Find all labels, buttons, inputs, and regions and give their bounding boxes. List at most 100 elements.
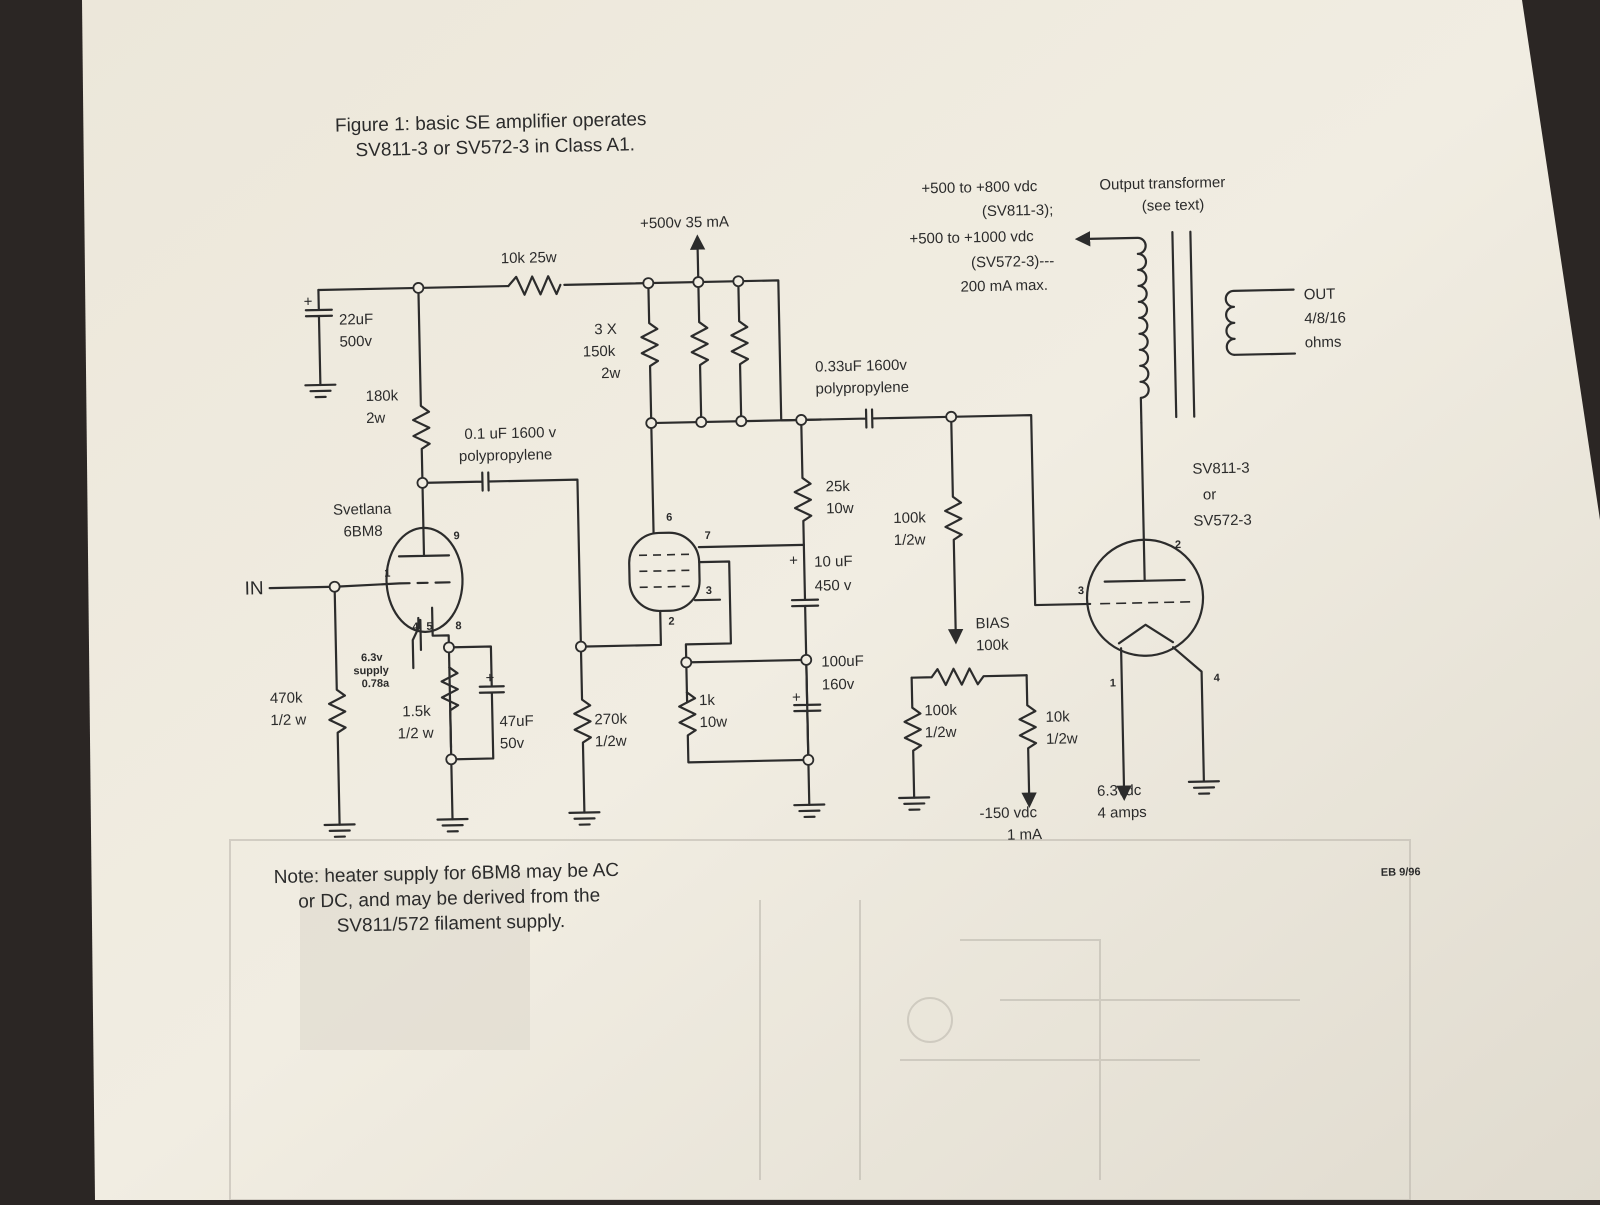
cathode-network [440, 645, 505, 821]
plate-bus [650, 418, 803, 425]
out-pin-2: 2 [1175, 539, 1181, 551]
pin-5: 5 [426, 621, 432, 633]
resistor-180k [412, 286, 431, 529]
bias-label: BIAS [975, 615, 1010, 633]
ground-symbol [436, 817, 469, 833]
note-line-3: SV811/572 filament supply. [337, 911, 566, 937]
hv-line-3: +500 to +1000 vdc [909, 228, 1034, 248]
ground-symbol [304, 383, 337, 399]
junction-nodes [328, 275, 958, 766]
plate-resistors-count: 3 X [594, 321, 617, 338]
coupling-capacitor-2 [800, 408, 1092, 607]
out-pin-4: 4 [1214, 672, 1221, 684]
r100k-bias-watt: 1/2w [925, 724, 957, 742]
r180k-value: 180k [365, 387, 398, 405]
pin-1: 1 [384, 568, 390, 580]
bleed-through [229, 839, 1411, 1201]
transformer-primary [1083, 238, 1150, 424]
ground-symbol [793, 803, 826, 819]
transformer-secondary [1224, 288, 1297, 356]
author-initials: EB 9/96 [1381, 866, 1421, 879]
pin-4: 4 [412, 621, 419, 633]
filament-lead [1116, 647, 1132, 801]
r25k-value: 25k [825, 478, 850, 496]
bias-resistor-100k [903, 676, 923, 799]
c10uf-value: 10 uF [814, 553, 853, 571]
hv-line-5: 200 mA max. [960, 277, 1048, 296]
output-tube-or: or [1203, 486, 1217, 503]
coupling-cap-1-type: polypropylene [459, 446, 553, 465]
out-pin-3: 3 [1078, 585, 1084, 597]
coupling-cap-2-value: 0.33uF 1600v [815, 357, 908, 376]
bias-pot-value: 100k [976, 637, 1009, 655]
ground-symbol [898, 796, 931, 811]
coupling-cap-1-value: 0.1 uF 1600 v [464, 424, 557, 443]
c10uf-voltage: 450 v [815, 577, 853, 595]
output-tube-elements [1103, 421, 1186, 645]
heater-supply: supply [353, 665, 390, 678]
r1k-watt: 10w [699, 714, 727, 732]
r270k-watt: 1/2w [595, 733, 627, 751]
amplifier-schematic: Figure 1: basic SE amplifier operates SV… [244, 109, 1421, 937]
r100k-grid-watt: 1/2w [894, 531, 926, 549]
filter-cap-plus: + [303, 293, 312, 310]
filament-current: 4 amps [1097, 804, 1147, 822]
c10uf-plus: + [789, 552, 798, 569]
pin-9: 9 [453, 530, 459, 542]
bias-potentiometer [910, 667, 1028, 687]
heater-current: 0.78a [362, 678, 391, 691]
r100k-grid-value: 100k [893, 509, 926, 527]
pin-2: 2 [668, 616, 674, 628]
c47uf-voltage: 50v [500, 735, 525, 753]
r100k-bias-value: 100k [924, 702, 957, 720]
r1-5k-watt: 1/2 w [398, 725, 434, 743]
c47uf-plus: + [485, 669, 494, 686]
output-label: OUT [1304, 286, 1336, 304]
hv-line-1: +500 to +800 vdc [921, 178, 1038, 197]
transformer-note: (see text) [1142, 196, 1205, 214]
dropping-resistor-label: 10k 25w [501, 249, 557, 267]
dropping-resistor [507, 275, 562, 296]
input-label: IN [244, 578, 263, 599]
ground-symbol [568, 811, 601, 826]
filter-cap-voltage: 500v [339, 333, 372, 351]
output-ohms: ohms [1305, 334, 1342, 352]
c47uf-value: 47uF [499, 713, 534, 731]
c100uf-value: 100uF [821, 653, 864, 671]
r470k-value: 470k [270, 689, 303, 707]
output-tube-type-2: SV572-3 [1193, 512, 1252, 530]
filter-capacitor [304, 288, 334, 387]
screen-feed [697, 543, 805, 549]
coupling-capacitor-1 [421, 471, 583, 648]
plate-resistor-c [730, 280, 750, 423]
plate-resistors-value: 150k [583, 343, 616, 361]
output-tube-type-1: SV811-3 [1192, 460, 1250, 478]
r180k-watt: 2w [366, 410, 386, 427]
out-pin-1: 1 [1110, 677, 1116, 689]
input-tube-type: 6BM8 [343, 523, 383, 541]
heater-volt: 6.3v [361, 652, 384, 664]
coupling-cap-2-type: polypropylene [815, 379, 909, 398]
pin-6: 6 [666, 512, 672, 524]
neg-supply-voltage: -150 vdc [979, 804, 1037, 822]
hv-line-4: (SV572-3)--- [971, 253, 1055, 272]
output-impedance: 4/8/16 [1304, 310, 1346, 328]
r10k-bias-value: 10k [1045, 708, 1070, 726]
transformer-label: Output transformer [1099, 174, 1225, 194]
cathode-1k-and-100uf [678, 658, 822, 806]
bplus-arrow [689, 234, 706, 284]
pin-3: 3 [706, 585, 712, 597]
transformer-core [1171, 230, 1196, 419]
filament-voltage: 6.3vdc [1097, 782, 1142, 800]
r1k-value: 1k [699, 692, 716, 709]
c100uf-plus: + [792, 689, 801, 706]
pin-8: 8 [455, 620, 461, 632]
bplus-driver-label: +500v 35 mA [640, 213, 729, 232]
plate-resistors-watt: 2w [601, 365, 621, 382]
r1-5k-value: 1.5k [402, 703, 431, 721]
hv-line-2: (SV811-3); [982, 202, 1054, 220]
r270k-value: 270k [594, 711, 627, 729]
r10k-bias-watt: 1/2w [1046, 730, 1078, 748]
